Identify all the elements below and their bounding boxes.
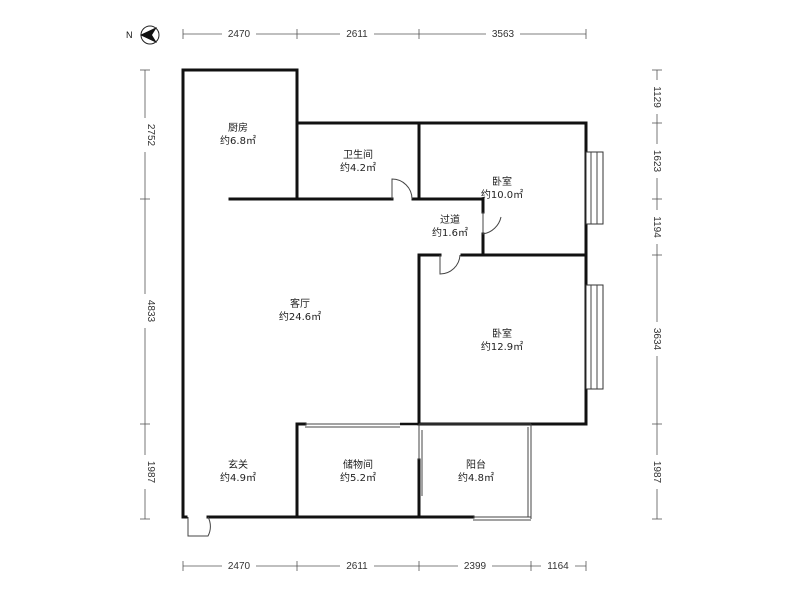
room-kitchen-area: 约6.8㎡	[220, 134, 256, 147]
room-entrance-name: 玄关	[228, 458, 248, 471]
right-dimension-line: 1129 1623 1194 3634 1987	[650, 69, 664, 520]
doors	[187, 178, 502, 537]
entrance-door-icon	[187, 516, 211, 537]
right-dim-2: 1623	[651, 150, 662, 173]
room-living-name: 客厅	[290, 297, 310, 310]
bedroom2-window	[585, 284, 604, 390]
top-dimension-line: 2470 2611 3563	[182, 27, 587, 41]
room-entrance-area: 约4.9㎡	[220, 471, 256, 484]
left-dim-3: 1987	[145, 461, 156, 484]
left-dim-2: 4833	[145, 300, 156, 323]
room-corridor-name: 过道	[440, 213, 460, 226]
room-labels: 厨房 约6.8㎡ 卫生间 约4.2㎡ 卧室 约10.0㎡ 过道 约1.6㎡ 客厅…	[220, 121, 523, 484]
left-dim-1: 2752	[145, 124, 156, 147]
bottom-dim-1: 2470	[228, 561, 251, 572]
room-kitchen-name: 厨房	[228, 121, 248, 134]
bedroom1-window	[585, 151, 604, 225]
room-balcony-name: 阳台	[466, 458, 486, 471]
bottom-dim-3: 2399	[464, 561, 487, 572]
room-living-area: 约24.6㎡	[279, 310, 321, 323]
room-bathroom-area: 约4.2㎡	[340, 161, 376, 174]
bathroom-door-icon	[391, 178, 413, 200]
top-dim-1: 2470	[228, 29, 251, 40]
windows	[585, 151, 604, 390]
room-bedroom1-area: 约10.0㎡	[481, 188, 523, 201]
compass: N	[126, 25, 160, 45]
room-bathroom-name: 卫生间	[343, 148, 373, 161]
bottom-dim-2: 2611	[346, 561, 368, 572]
corridor-door-icon	[482, 212, 502, 235]
left-dimension-line: 2752 4833 1987	[138, 69, 156, 520]
top-dim-2: 2611	[346, 29, 368, 40]
room-corridor-area: 约1.6㎡	[432, 226, 468, 239]
room-bedroom1-name: 卧室	[492, 175, 512, 188]
top-dim-3: 3563	[492, 29, 515, 40]
compass-arrow-icon	[140, 27, 157, 43]
right-dim-4: 3634	[651, 328, 662, 351]
bottom-dimension-line: 2470 2611 2399 1164	[182, 559, 587, 573]
room-bedroom2-area: 约12.9㎡	[481, 340, 523, 353]
room-balcony-area: 约4.8㎡	[458, 471, 494, 484]
bedroom2-door-icon	[439, 254, 461, 275]
room-storage-name: 储物间	[343, 458, 373, 471]
compass-north-label: N	[126, 30, 133, 40]
right-dim-3: 1194	[651, 216, 662, 238]
thin-details	[305, 422, 532, 521]
room-bedroom2-name: 卧室	[492, 327, 512, 340]
bottom-dim-4: 1164	[547, 561, 569, 572]
right-dim-5: 1987	[651, 461, 662, 484]
room-storage-area: 约5.2㎡	[340, 471, 376, 484]
right-dim-1: 1129	[651, 86, 662, 108]
